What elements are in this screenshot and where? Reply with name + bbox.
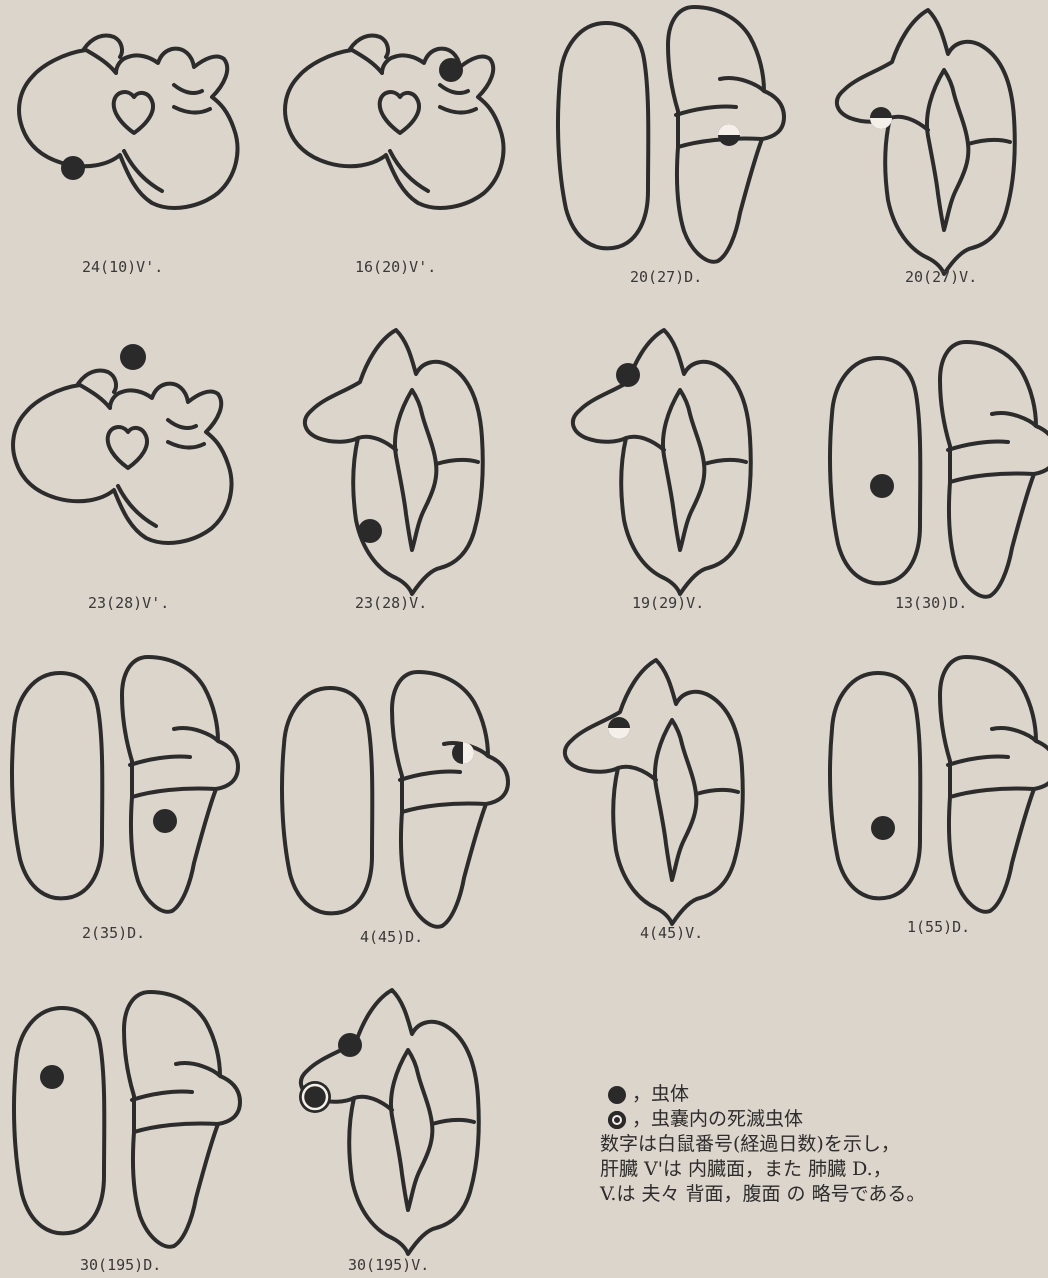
panel-label: 19(29)V. <box>632 594 704 612</box>
dead-worm-ring-icon <box>608 1111 626 1129</box>
lung-dorsal-drawing <box>558 7 784 262</box>
panel-label: 20(27)D. <box>630 268 702 286</box>
lung-dorsal-drawing <box>830 342 1048 597</box>
legend-note-line-2: 肝臓 V'は 内臓面，また 肺臓 D.， <box>600 1157 1030 1182</box>
panel-label: 20(27)V. <box>905 268 977 286</box>
worm-marker <box>40 1065 64 1089</box>
panel-label: 24(10)V'. <box>82 258 163 276</box>
panel-label: 30(195)D. <box>80 1256 161 1274</box>
panel-5: 23(28)V'. <box>13 344 231 612</box>
panel-1: 24(10)V'. <box>19 36 237 277</box>
legend-worm-row: ，虫体 <box>600 1082 1030 1107</box>
worm-marker <box>358 519 382 543</box>
lung-ventral-drawing <box>837 10 1015 274</box>
worm-marker <box>439 58 463 82</box>
lung-dorsal-drawing <box>12 657 238 912</box>
panel-label: 30(195)V. <box>348 1256 429 1274</box>
legend-dead-row: ，虫嚢内の死滅虫体 <box>600 1107 1030 1132</box>
panel-label: 2(35)D. <box>82 924 145 942</box>
legend: ，虫体 ，虫嚢内の死滅虫体 数字は白鼠番号(経過日数)を示し， 肝臓 V'は 内… <box>600 1082 1030 1207</box>
panel-label: 4(45)V. <box>640 924 703 942</box>
legend-dead-text: ，虫嚢内の死滅虫体 <box>632 1107 803 1132</box>
lung-ventral-drawing <box>301 990 479 1254</box>
worm-marker <box>153 809 177 833</box>
panel-3: 20(27)D. <box>558 7 784 286</box>
panel-label: 23(28)V'. <box>88 594 169 612</box>
panel-10: 4(45)D. <box>282 672 508 946</box>
lung-dorsal-drawing <box>14 992 240 1247</box>
worm-marker <box>870 474 894 498</box>
lung-dorsal-drawing <box>830 657 1048 912</box>
lung-ventral-drawing <box>565 660 743 924</box>
worm-dot-icon <box>608 1086 626 1104</box>
worm-marker <box>61 156 85 180</box>
panel-8: 13(30)D. <box>830 342 1048 612</box>
worm-marker <box>871 816 895 840</box>
panel-4: 20(27)V. <box>837 10 1015 286</box>
legend-note-line-3: V.は 夫々 背面，腹面 の 略号である。 <box>600 1182 1030 1207</box>
lung-ventral-drawing <box>305 330 483 594</box>
panel-label: 13(30)D. <box>895 594 967 612</box>
liver-drawing <box>19 36 237 208</box>
legend-note-line-1: 数字は白鼠番号(経過日数)を示し， <box>600 1132 1030 1157</box>
panel-label: 4(45)D. <box>360 928 423 946</box>
worm-marker <box>616 363 640 387</box>
half-marker-light <box>718 124 740 135</box>
worm-marker <box>120 344 146 370</box>
half-marker-light <box>608 728 630 739</box>
panel-label: 16(20)V'. <box>355 258 436 276</box>
panel-2: 16(20)V'. <box>285 36 503 277</box>
panel-12: 1(55)D. <box>830 657 1048 936</box>
liver-drawing <box>285 36 503 208</box>
liver-drawing <box>13 371 231 543</box>
panel-6: 23(28)V. <box>305 330 483 612</box>
panel-11: 4(45)V. <box>565 660 743 942</box>
panel-label: 23(28)V. <box>355 594 427 612</box>
legend-worm-text: ，虫体 <box>632 1082 689 1107</box>
lung-ventral-drawing <box>573 330 751 594</box>
panel-14: 30(195)V. <box>299 990 479 1274</box>
panel-label: 1(55)D. <box>907 918 970 936</box>
panel-13: 30(195)D. <box>14 992 240 1274</box>
lung-dorsal-drawing <box>282 672 508 927</box>
panel-9: 2(35)D. <box>12 657 238 942</box>
worm-marker <box>338 1033 362 1057</box>
panel-7: 19(29)V. <box>573 330 751 612</box>
